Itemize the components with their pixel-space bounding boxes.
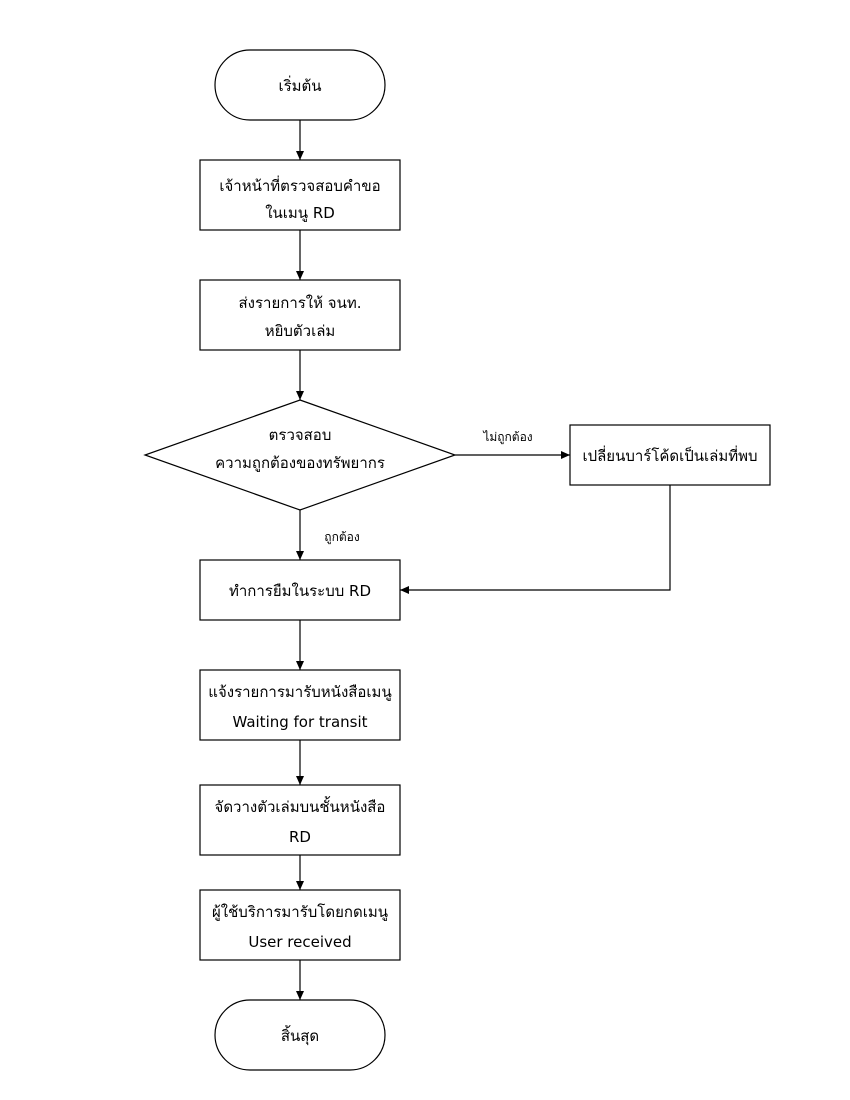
borrow-label: ทำการยืมในระบบ RD	[229, 582, 371, 600]
check-request-box: เจ้าหน้าที่ตรวจสอบคำขอ ในเมนู RD	[199, 159, 401, 231]
change-barcode-box: เปลี่ยนบาร์โค้ดเป็นเล่มที่พบ	[569, 424, 771, 486]
decision-diamond: ตรวจสอบ ความถูกต้องของทรัพยากร	[143, 399, 457, 511]
place-shelf-line2: RD	[289, 828, 311, 846]
borrow-box: ทำการยืมในระบบ RD	[199, 559, 401, 621]
check-request-line2: ในเมนู RD	[265, 204, 335, 222]
user-receive-line2: User received	[248, 933, 351, 951]
notify-line1: แจ้งรายการมารับหนังสือเมนู	[208, 683, 391, 701]
user-receive-line1: ผู้ใช้บริการมารับโดยกดเมนู	[212, 903, 388, 921]
place-shelf-box: จัดวางตัวเล่มบนชั้นหนังสือ RD	[199, 784, 401, 856]
edge-label-correct: ถูกต้อง	[324, 530, 359, 545]
edge-label-incorrect: ไม่ถูกต้อง	[482, 430, 532, 445]
place-shelf-line1: จัดวางตัวเล่มบนชั้นหนังสือ	[215, 796, 386, 816]
user-receive-box: ผู้ใช้บริการมารับโดยกดเมนู User received	[199, 889, 401, 961]
check-request-line1: เจ้าหน้าที่ตรวจสอบคำขอ	[219, 175, 380, 195]
decision-line2: ความถูกต้องของทรัพยากร	[215, 454, 385, 472]
start-label: เริ่มต้น	[278, 75, 321, 95]
start-terminal: เริ่มต้น	[214, 49, 386, 121]
end-terminal: สิ้นสุด	[214, 999, 386, 1071]
notify-line2: Waiting for transit	[232, 713, 367, 731]
notify-box: แจ้งรายการมารับหนังสือเมนู Waiting for t…	[199, 669, 401, 741]
send-list-line1: ส่งรายการให้ จนท.	[239, 294, 362, 312]
arrow-barcode-to-borrow	[400, 485, 671, 594]
decision-line1: ตรวจสอบ	[269, 426, 332, 444]
change-barcode-label: เปลี่ยนบาร์โค้ดเป็นเล่มที่พบ	[582, 445, 757, 465]
send-list-line2: หยิบตัวเล่ม	[265, 322, 336, 340]
send-list-box: ส่งรายการให้ จนท. หยิบตัวเล่ม	[199, 279, 401, 351]
end-label: สิ้นสุด	[281, 1025, 319, 1046]
